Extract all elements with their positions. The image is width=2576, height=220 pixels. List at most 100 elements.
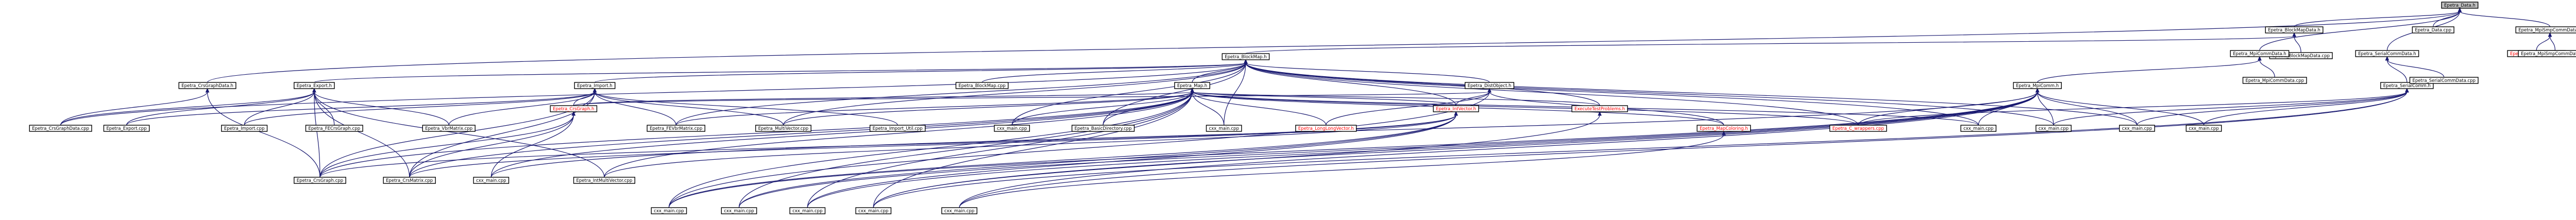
- node-box: [473, 177, 510, 184]
- edge-line: [448, 91, 596, 126]
- node-crsgraphdata-h[interactable]: Epetra_CrsGraphData.h: [178, 82, 236, 89]
- edge-line: [675, 62, 1246, 126]
- node-cxx-main-d[interactable]: cxx_main.cpp: [2036, 125, 2072, 132]
- node-label: Epetra_MpiSmpCommData.h: [2518, 28, 2576, 33]
- node-crsmatrix-cpp[interactable]: Epetra_CrsMatrix.cpp: [383, 177, 436, 184]
- node-vbrmatrix-cpp[interactable]: Epetra_VbrMatrix.cpp: [422, 125, 476, 132]
- node-intvector-h[interactable]: Epetra_IntVector.h: [1433, 105, 1479, 112]
- node-blockmap-h[interactable]: Epetra_BlockMap.h: [1222, 53, 1270, 60]
- node-crsgraph-cpp[interactable]: Epetra_CrsGraph.cpp: [294, 177, 346, 184]
- node-mpismpcommdata-cpp[interactable]: Epetra_MpiSmpCommData.cpp: [2518, 50, 2576, 57]
- node-box: [2242, 77, 2307, 84]
- edge-line: [319, 114, 574, 178]
- edge-line: [1192, 91, 1327, 126]
- node-label: Epetra_MpiSmpCommData.cpp: [2521, 52, 2576, 57]
- edge-line: [319, 91, 1193, 178]
- node-serialcomm-h[interactable]: Epetra_SerialComm.h: [2380, 82, 2434, 89]
- node-cxx-main-c[interactable]: cxx_main.cpp: [1960, 125, 1997, 132]
- node-multivector-cpp[interactable]: Epetra_MultiVector.cpp: [755, 125, 811, 132]
- edge-line: [409, 114, 1456, 178]
- node-longlongvector-h[interactable]: Epetra_LongLongVector.h: [1295, 125, 1357, 132]
- node-label: cxx_main.cpp: [724, 209, 754, 214]
- node-cxx-main-i[interactable]: cxx_main.cpp: [721, 207, 757, 214]
- node-label: cxx_main.cpp: [792, 209, 822, 214]
- node-box: [305, 125, 363, 132]
- node-box: [994, 125, 1030, 132]
- node-label: Epetra_BlockMap.h: [1225, 55, 1266, 60]
- node-box: [1571, 105, 1628, 112]
- node-crsgraphdata-cpp[interactable]: Epetra_CrsGraphData.cpp: [29, 125, 92, 132]
- edge-line: [2294, 11, 2460, 27]
- node-box: [721, 207, 757, 214]
- node-mpicommdata-h[interactable]: Epetra_MpiCommData.h: [2230, 50, 2290, 57]
- node-data-cpp[interactable]: Epetra_Data.cpp: [2412, 26, 2454, 33]
- node-mapcoloring-h[interactable]: Epetra_MapColoring.h: [1697, 125, 1751, 132]
- node-export-h[interactable]: Epetra_Export.h: [294, 82, 335, 89]
- edge-blockmap_h-to-cxx_main_b: [1224, 59, 1248, 126]
- node-cxx-main-b[interactable]: cxx_main.cpp: [1206, 125, 1242, 132]
- edge-blockmap_h-to-distobject_h: [1244, 59, 1490, 83]
- node-data-h[interactable]: Epetra_Data.h: [2441, 2, 2479, 9]
- node-cxx-main-g[interactable]: cxx_main.cpp: [473, 177, 510, 184]
- node-export-cpp[interactable]: Epetra_Export.cpp: [103, 125, 150, 132]
- node-mpicomm-h[interactable]: Epetra_MpiComm.h: [2013, 82, 2062, 89]
- edge-line: [490, 114, 574, 178]
- node-cxx-main-a[interactable]: cxx_main.cpp: [994, 125, 1030, 132]
- node-mpicommdata-cpp[interactable]: Epetra_MpiCommData.cpp: [2242, 77, 2307, 84]
- node-cxx-main-h[interactable]: cxx_main.cpp: [651, 207, 687, 214]
- node-label: Epetra_CrsMatrix.cpp: [386, 178, 433, 183]
- edge-line: [807, 91, 2038, 208]
- node-label: cxx_main.cpp: [2122, 126, 2152, 131]
- node-serialcommdata-h[interactable]: Epetra_SerialCommData.h: [2355, 50, 2419, 57]
- node-distobject-h[interactable]: Epetra_DistObject.h: [1464, 82, 1515, 89]
- node-map-h[interactable]: Epetra_Map.h: [1174, 82, 1210, 89]
- node-serialcommdata-cpp[interactable]: Epetra_SerialCommData.cpp: [2409, 77, 2479, 84]
- node-intmultivector-cpp[interactable]: Epetra_IntMultiVector.cpp: [573, 177, 635, 184]
- node-box: [2380, 82, 2434, 89]
- node-label: cxx_main.cpp: [858, 209, 888, 214]
- edge-line: [1245, 62, 1456, 106]
- edge-arrowhead: [1244, 59, 1248, 64]
- edge-blockmap_h-to-export_h: [314, 59, 1248, 83]
- node-basicdirectory-cpp[interactable]: Epetra_BasicDirectory.cpp: [1071, 125, 1135, 132]
- edge-line: [738, 91, 1193, 208]
- edge-arrowhead: [2548, 32, 2552, 37]
- edge-intvector_h-to-cxx_main_j: [807, 111, 1458, 208]
- node-cxx-main-e[interactable]: cxx_main.cpp: [2119, 125, 2155, 132]
- node-blockmapdata-h[interactable]: Epetra_BlockMapData.h: [2265, 26, 2324, 33]
- node-c-wrappers-cpp[interactable]: Epetra_C_wrappers.cpp: [1829, 125, 1887, 132]
- edge-mpicomm_h-to-cxx_main_l: [959, 88, 2040, 208]
- node-cxx-main-l[interactable]: cxx_main.cpp: [941, 207, 978, 214]
- edge-mpicomm_h-to-cxx_main_h: [668, 88, 2040, 208]
- node-box: [941, 207, 978, 214]
- node-fecrsgraph-cpp[interactable]: Epetra_FECrsGraph.cpp: [305, 125, 363, 132]
- node-label: Epetra_MultiVector.cpp: [758, 126, 809, 131]
- node-import-cpp[interactable]: Epetra_Import.cpp: [221, 125, 268, 132]
- edge-line: [604, 91, 1193, 178]
- node-label: Epetra_Import.cpp: [224, 126, 265, 131]
- node-cxx-main-f[interactable]: cxx_main.cpp: [2185, 125, 2222, 132]
- edge-data_h-to-data_cpp: [2433, 7, 2462, 27]
- node-import-util-cpp[interactable]: Epetra_Import_Util.cpp: [869, 125, 926, 132]
- node-crsgraph-h[interactable]: Epetra_CrsGraph.h: [550, 105, 598, 112]
- node-blockmap-cpp[interactable]: Epetra_BlockMap.cpp: [955, 82, 1009, 89]
- edge-line: [1192, 91, 1600, 106]
- node-executetestproblems-h[interactable]: ExecuteTestProblems.h: [1571, 105, 1628, 112]
- node-box: [573, 177, 635, 184]
- edge-crsgraph_h-to-cxx_main_g: [490, 111, 576, 178]
- node-box: [221, 125, 268, 132]
- edge-arrowhead: [592, 88, 597, 93]
- edge-line: [573, 91, 596, 106]
- node-box: [2036, 125, 2072, 132]
- node-mpismpcommdata-h[interactable]: Epetra_MpiSmpCommData.h: [2515, 26, 2576, 33]
- node-label: Epetra_FEVbrMatrix.cpp: [650, 126, 702, 131]
- edge-line: [2053, 91, 2408, 126]
- node-cxx-main-j[interactable]: cxx_main.cpp: [789, 207, 826, 214]
- node-box: [29, 125, 92, 132]
- node-import-h[interactable]: Epetra_Import.h: [574, 82, 616, 89]
- edge-line: [207, 91, 320, 178]
- edge-serialcomm_h-to-cxx_main_d: [2053, 88, 2409, 126]
- node-fevbrmatrix-cpp[interactable]: Epetra_FEVbrMatrix.cpp: [647, 125, 705, 132]
- node-box: [1464, 82, 1515, 89]
- node-cxx-main-k[interactable]: cxx_main.cpp: [855, 207, 892, 214]
